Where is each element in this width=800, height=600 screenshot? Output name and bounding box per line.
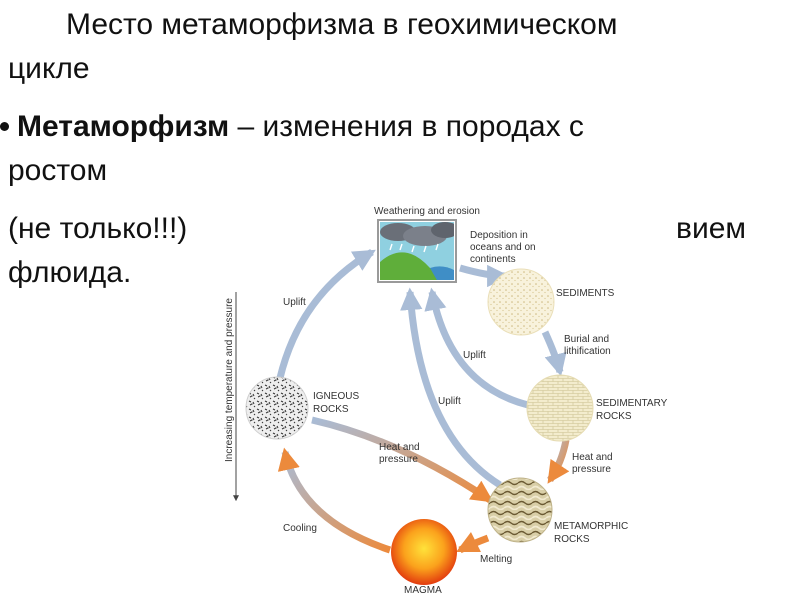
bullet-line-1: Метаморфизм – изменения в породах с — [0, 108, 584, 146]
deposition-label-2: oceans and on — [470, 242, 536, 253]
arrow-deposition — [459, 264, 510, 288]
arrow-uplift-center — [400, 287, 502, 488]
bullet-dot-icon — [0, 121, 9, 131]
sedimentary-label-1: SEDIMENTARY — [596, 398, 668, 409]
igneous-label-1: IGNEOUS — [313, 391, 359, 402]
burial-label-1: Burial and — [564, 334, 609, 345]
cooling-label: Cooling — [283, 523, 317, 534]
uplift-middle-label: Uplift — [463, 350, 486, 361]
slide-title-line-1: Место метаморфизма в геохимическом — [66, 8, 618, 41]
bullet-term: Метаморфизм — [17, 110, 230, 143]
heat-pressure-right-label-1: Heat and — [572, 452, 613, 463]
arrow-melting — [455, 531, 490, 554]
slide-title-line-2: цикле — [8, 52, 90, 85]
extra-line-1: (не только!!!) — [8, 212, 188, 245]
arrow-cooling — [277, 447, 392, 554]
deposition-label-3: continents — [470, 254, 516, 265]
magma-node: MAGMA — [391, 519, 457, 596]
uplift-left-label: Uplift — [283, 297, 306, 308]
igneous-label-2: ROCKS — [313, 404, 349, 415]
heat-pressure-right-label-2: pressure — [572, 464, 611, 475]
melting-label: Melting — [480, 554, 512, 565]
burial-label-2: lithification — [564, 346, 611, 357]
uplift-center-label: Uplift — [438, 396, 461, 407]
heat-pressure-left-label-2: pressure — [379, 454, 418, 465]
deposition-label-1: Deposition in — [470, 230, 528, 241]
axis-label: Increasing temperature and pressure — [224, 298, 235, 462]
sediments-label: SEDIMENTS — [556, 288, 615, 299]
metamorphic-rocks-node: METAMORPHIC ROCKS — [487, 477, 628, 545]
metamorphic-label-1: METAMORPHIC — [554, 521, 628, 532]
weathering-label: Weathering and erosion — [374, 206, 480, 217]
igneous-rocks-node: IGNEOUS ROCKS — [245, 376, 359, 440]
arrow-uplift-middle — [424, 287, 529, 409]
magma-label: MAGMA — [404, 585, 442, 596]
arrow-uplift-left — [276, 248, 376, 379]
heat-pressure-left-label-1: Heat and — [379, 442, 420, 453]
bullet-line-2: ростом — [8, 154, 108, 187]
extra-line-1-tail: вием — [676, 212, 747, 245]
sedimentary-rocks-node: SEDIMENTARY ROCKS — [526, 374, 668, 442]
arrow-burial — [541, 330, 567, 377]
weathering-box: Weathering and erosion — [374, 206, 480, 283]
sedimentary-label-2: ROCKS — [596, 411, 632, 422]
arrow-heat-pressure-right — [547, 439, 570, 484]
extra-line-2: флюида. — [8, 256, 132, 289]
sediments-node: SEDIMENTS — [487, 268, 615, 336]
arrow-heat-pressure-left — [311, 416, 494, 503]
bullet-text: – изменения в породах с — [229, 110, 584, 143]
metamorphic-label-2: ROCKS — [554, 534, 590, 545]
